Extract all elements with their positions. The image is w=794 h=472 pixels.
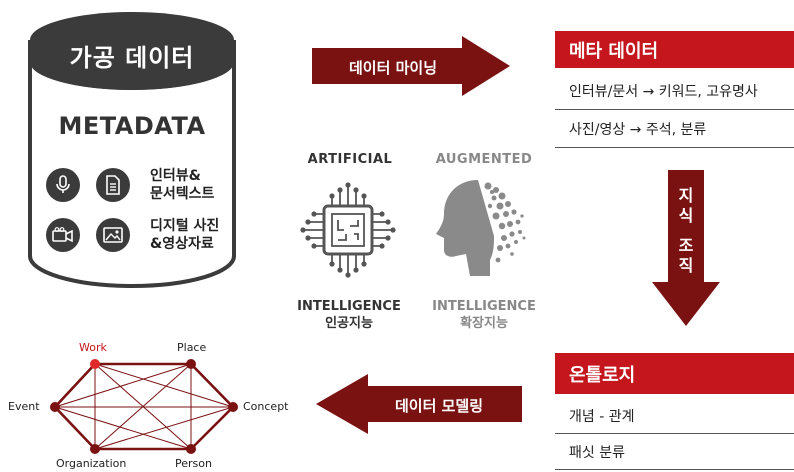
- document-icon: [96, 168, 130, 202]
- graph-node-event: [50, 402, 60, 412]
- node-label-work: Work: [79, 341, 107, 354]
- node-label-organization: Organization: [56, 457, 127, 470]
- graph-node-organization: [90, 444, 100, 454]
- ontology-panel-title: 온톨로지: [555, 353, 794, 394]
- node-label-place: Place: [177, 341, 207, 354]
- ontology-row-facet: 패싯 분류: [555, 434, 794, 470]
- knowledge-organization-arrow: [652, 170, 720, 326]
- camera-icon: [46, 218, 80, 252]
- microphone-icon: [46, 168, 80, 202]
- metadata-row-interview: 인터뷰/문서 → 키워드, 고유명사: [555, 72, 794, 110]
- data-modeling-arrow: [316, 374, 522, 434]
- graph-node-concept: [228, 402, 238, 412]
- graph-node-person: [186, 444, 196, 454]
- digital-photo-label: 디지털 사진 &영상자료: [150, 218, 220, 252]
- source-title: 가공 데이터: [69, 44, 195, 72]
- metadata-row-photo: 사진/영상 → 주석, 분류: [555, 110, 794, 148]
- graph-node-place: [186, 359, 196, 369]
- artificial-intelligence-label: INTELLIGENCE: [297, 299, 401, 314]
- image-icon: [96, 218, 130, 252]
- ontology-row-concept-relation: 개념 - 관계: [555, 398, 794, 434]
- data-modeling-label: 데이터 모델링: [394, 397, 484, 415]
- data-mining-label: 데이터 마이닝: [348, 59, 438, 77]
- node-label-concept: Concept: [243, 400, 289, 413]
- node-label-event: Event: [8, 400, 40, 413]
- augmented-title: AUGMENTED: [435, 152, 533, 167]
- metadata-label: METADATA: [58, 112, 206, 140]
- interview-text-label: 인터뷰& 문서텍스트: [150, 168, 215, 202]
- augmented-intelligence-kr: 확장지능: [460, 316, 508, 331]
- node-label-person: Person: [175, 457, 212, 470]
- graph-node-work: [90, 359, 100, 369]
- artificial-title: ARTIFICIAL: [307, 152, 393, 167]
- data-mining-arrow: [312, 36, 510, 96]
- augmented-intelligence-label: INTELLIGENCE: [432, 299, 536, 314]
- ontology-graph: [50, 359, 238, 454]
- source-data-cylinder: [28, 12, 236, 288]
- chip-icon: [300, 182, 396, 278]
- metadata-panel-title: 메타 데이터: [555, 31, 794, 68]
- head-icon: [436, 180, 526, 276]
- artificial-intelligence-kr: 인공지능: [325, 316, 373, 331]
